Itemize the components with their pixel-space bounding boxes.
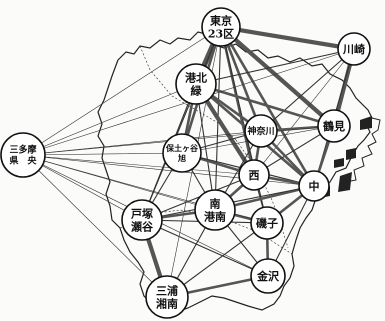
district-label: 三多摩 bbox=[9, 144, 36, 156]
pier bbox=[346, 148, 356, 160]
district-label: 南 bbox=[210, 196, 221, 210]
district-label: 金沢 bbox=[256, 269, 280, 283]
ward-boundary bbox=[235, 139, 289, 249]
district-circle bbox=[244, 114, 278, 148]
nodes-layer: 東京23区川崎港北緑鶴見神奈川保土ヶ谷旭西中三多摩県 央南港南戸塚瀬谷磯子金沢三… bbox=[0, 7, 371, 319]
district-circle bbox=[194, 189, 236, 231]
district-circle bbox=[337, 32, 371, 66]
flow-link-hodogaya-santama bbox=[22, 152, 183, 156]
district-label: 緑 bbox=[191, 83, 203, 97]
district-circle bbox=[121, 199, 163, 241]
flow-link-kawasaki-nishi bbox=[253, 48, 355, 176]
flow-link-kawasaki-kohoku bbox=[195, 48, 355, 85]
flow-link-totsuka-kanazawa bbox=[141, 219, 269, 277]
district-label: 港南 bbox=[204, 209, 226, 223]
pier bbox=[360, 116, 372, 130]
district-circle bbox=[250, 258, 286, 294]
district-node-isogo: 磯子 bbox=[250, 206, 284, 240]
district-label: 川崎 bbox=[342, 42, 365, 56]
district-circle bbox=[162, 133, 202, 173]
pier bbox=[338, 172, 352, 192]
district-node-kawasaki: 川崎 bbox=[337, 32, 371, 66]
district-circle bbox=[317, 109, 351, 143]
flow-link-santama-miura bbox=[22, 154, 168, 298]
district-node-nishi: 西 bbox=[238, 159, 270, 191]
district-label: 保土ヶ谷 bbox=[165, 143, 199, 153]
district-label: 鶴見 bbox=[323, 119, 345, 133]
district-node-kohoku: 港北緑 bbox=[175, 63, 217, 105]
district-label: 三浦 bbox=[156, 283, 178, 297]
district-label: 23区 bbox=[208, 27, 234, 40]
district-circle bbox=[250, 206, 284, 240]
district-circle bbox=[175, 63, 217, 105]
district-node-naka: 中 bbox=[298, 170, 330, 202]
district-label: 中 bbox=[309, 179, 320, 193]
district-circle bbox=[238, 159, 270, 191]
flow-link-santama-nishi bbox=[22, 154, 255, 176]
district-label: 旭 bbox=[177, 153, 186, 163]
district-label: 戸塚 bbox=[131, 206, 153, 220]
pier bbox=[334, 158, 344, 168]
flow-link-kohoku-santama bbox=[22, 83, 197, 156]
district-node-kanazawa: 金沢 bbox=[250, 258, 286, 294]
district-label: 西 bbox=[249, 169, 260, 182]
city-boundary bbox=[97, 31, 373, 313]
district-label: 県 央 bbox=[9, 155, 37, 167]
district-circle bbox=[298, 170, 330, 202]
district-label: 磯子 bbox=[256, 216, 278, 230]
district-node-tsurumi: 鶴見 bbox=[317, 109, 351, 143]
district-label: 東京 bbox=[210, 13, 232, 27]
flow-link-tokyo23-tsurumi bbox=[218, 24, 337, 129]
harbor-coast bbox=[345, 117, 381, 183]
district-label: 湘南 bbox=[156, 296, 178, 310]
flow-link-kawasaki-kanagawa bbox=[260, 48, 355, 132]
flow-link-tokyo23-kawasaki bbox=[218, 24, 357, 52]
ward-boundary bbox=[139, 45, 237, 141]
district-node-kanagawa: 神奈川 bbox=[244, 114, 278, 148]
district-circle bbox=[145, 275, 189, 319]
district-circle bbox=[201, 7, 241, 47]
district-label: 神奈川 bbox=[247, 125, 274, 137]
district-node-konan: 南港南 bbox=[194, 189, 236, 231]
flow-link-kohoku-tsurumi bbox=[194, 82, 336, 128]
district-label: 瀬谷 bbox=[131, 219, 154, 233]
district-label: 港北 bbox=[185, 70, 207, 84]
district-circle bbox=[0, 132, 46, 178]
flow-link-tokyo23-santama bbox=[22, 26, 222, 156]
